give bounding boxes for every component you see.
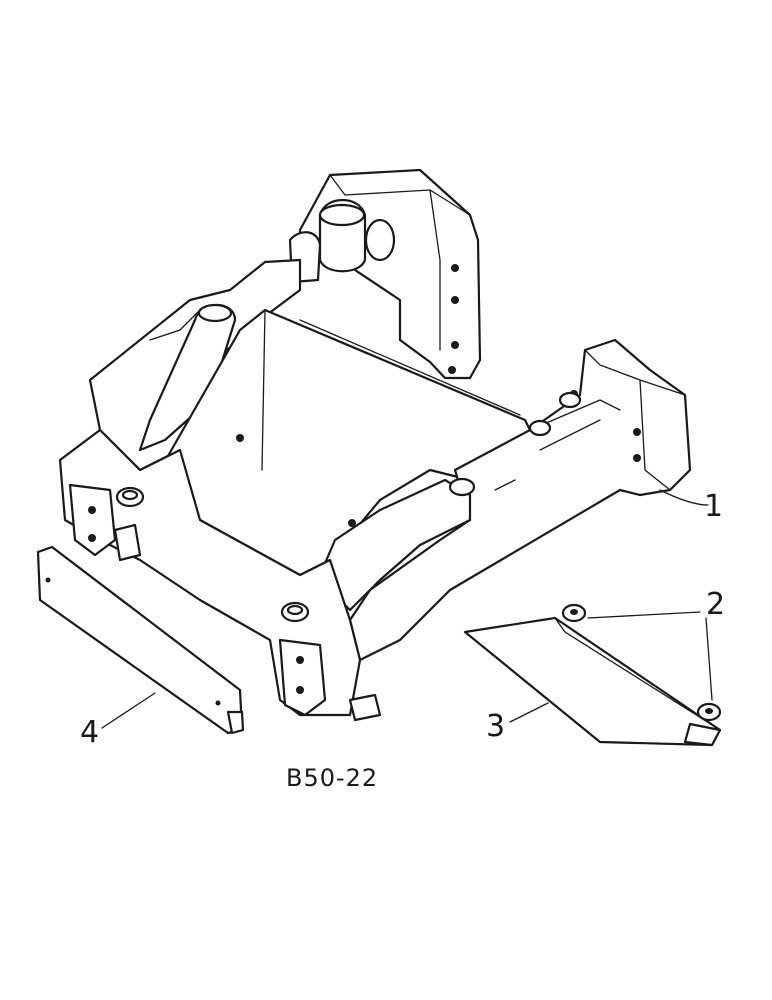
callout-2: 2 [706,587,725,622]
leader-line-3 [509,702,549,723]
leader-line-2a [587,611,701,619]
nut-part-2-lower [696,702,722,722]
grommet-left [115,486,145,508]
grommet-right [280,601,310,623]
callout-1: 1 [704,489,723,524]
callout-4: 4 [80,715,99,750]
leader-line-1 [659,489,709,506]
nut-part-2-upper [561,603,587,623]
callout-3: 3 [486,709,505,744]
leader-line-4 [101,692,156,729]
main-frame-part-1 [58,168,692,722]
leader-line-2b [705,617,713,701]
guard-plate-part-4 [36,545,245,735]
figure-code: B50-22 [286,764,378,792]
guard-plate-part-3 [463,616,722,747]
